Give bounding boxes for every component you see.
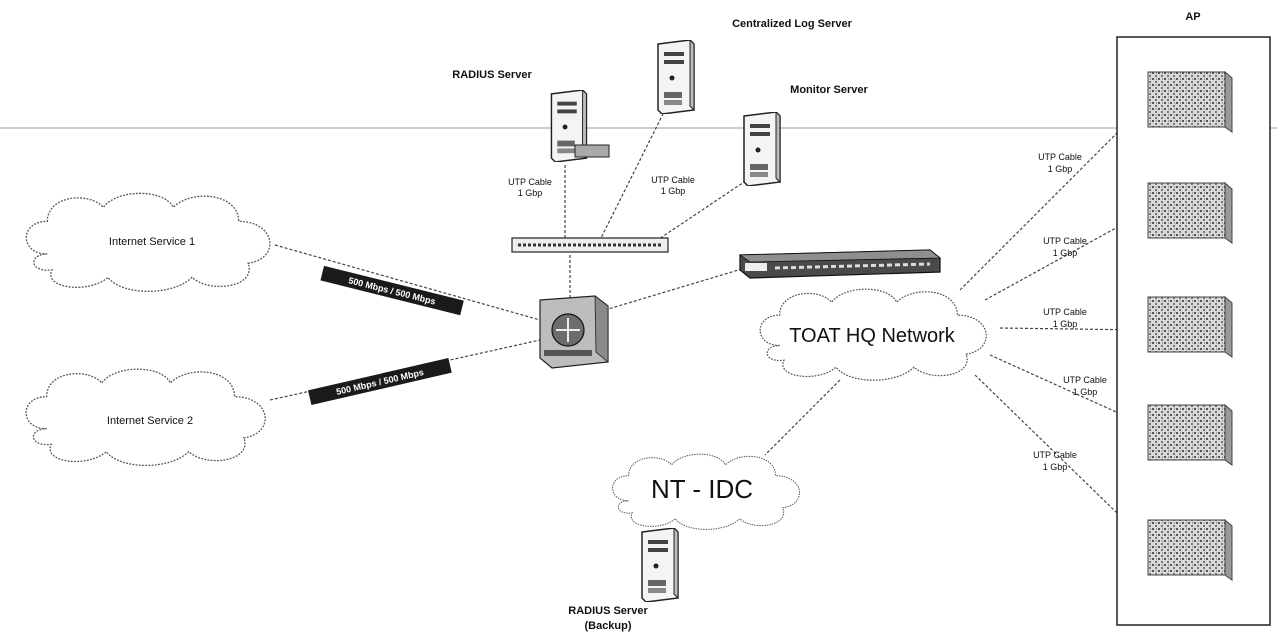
cable-label: 1 Gbp (1053, 248, 1078, 258)
cloud-hq-network: TOAT HQ Network (759, 288, 988, 381)
centralized-log-server: Centralized Log Server (657, 18, 853, 114)
firewall (539, 295, 609, 369)
link-firewall-hqswitch (604, 267, 746, 311)
link-hq-ap5 (974, 374, 1151, 546)
link-internet1-firewall (274, 244, 541, 321)
access-point-icon (1147, 71, 1226, 128)
server-icon (743, 112, 781, 186)
access-point-icon (1147, 404, 1226, 461)
access-point-3 (1147, 295, 1233, 358)
cable-label: 1 Gbp (661, 186, 686, 196)
server-icon (657, 40, 695, 114)
cable-label: UTP Cable (651, 175, 695, 185)
bandwidth-band-1: 500 Mbps / 500 Mbps (320, 265, 464, 316)
ap-group: AP (1116, 11, 1271, 626)
access-point-5 (1147, 518, 1233, 581)
link-hq-idc (764, 379, 841, 456)
access-point-1 (1147, 70, 1233, 133)
cable-label: UTP Cable (1063, 375, 1107, 385)
radius-backup-label-1: RADIUS Server (568, 605, 648, 617)
access-point-4 (1147, 403, 1233, 466)
ap-group-label: AP (1185, 11, 1200, 23)
internet-service-2-label: Internet Service 2 (107, 415, 193, 427)
cable-label: 1 Gbp (518, 188, 543, 198)
radius-backup-label-2: (Backup) (584, 620, 631, 632)
cable-label: UTP Cable (1043, 307, 1087, 317)
cloud-internet-service-2: Internet Service 2 (25, 368, 267, 467)
cable-label: UTP Cable (1043, 236, 1087, 246)
core-switch (511, 237, 669, 253)
cable-label: 1 Gbp (1053, 319, 1078, 329)
bandwidth-band-2: 500 Mbps / 500 Mbps (308, 358, 452, 406)
cloud-internet-service-1: Internet Service 1 (25, 192, 271, 293)
monitor-server-label: Monitor Server (790, 84, 868, 96)
link-hq-ap1 (959, 104, 1146, 291)
access-point-icon (1147, 182, 1226, 239)
access-point-icon (1147, 519, 1226, 576)
radius-server: RADIUS Server (452, 69, 610, 162)
access-point-icon (1147, 296, 1226, 353)
hq-switch (738, 249, 942, 279)
cable-label: 1 Gbp (1043, 462, 1068, 472)
link-log-switch (599, 99, 671, 241)
access-point-2 (1147, 181, 1233, 244)
cable-label: 1 Gbp (1048, 164, 1073, 174)
centralized-log-server-label: Centralized Log Server (732, 18, 853, 30)
monitor-server: Monitor Server (743, 84, 869, 186)
radius-server-label: RADIUS Server (452, 69, 532, 81)
cloud-nt-idc: NT - IDC (611, 453, 801, 531)
server-icon (641, 528, 679, 602)
cable-label: UTP Cable (508, 177, 552, 187)
nt-idc-label: NT - IDC (651, 474, 753, 504)
hq-network-label: TOAT HQ Network (789, 325, 956, 347)
link-monitor-switch (649, 177, 751, 246)
cable-label: UTP Cable (1038, 152, 1082, 162)
cable-label: UTP Cable (1033, 450, 1077, 460)
server-keyboard (574, 144, 610, 158)
internet-service-1-label: Internet Service 1 (109, 236, 195, 248)
cable-label: 1 Gbp (1073, 387, 1098, 397)
radius-server-backup: RADIUS Server (Backup) (568, 528, 679, 632)
